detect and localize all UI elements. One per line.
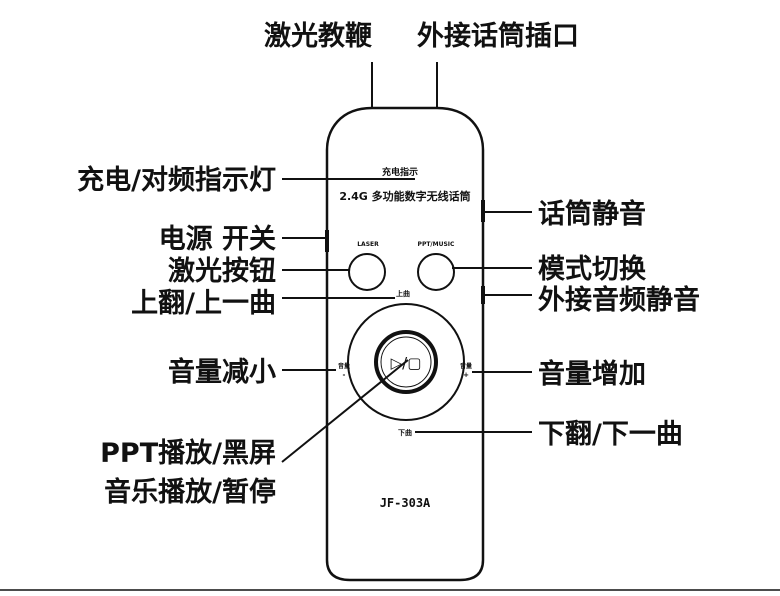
callout-volume-up: 音量增加 (538, 358, 646, 390)
callout-music-play: 音乐播放/暂停 (104, 476, 276, 508)
product-name: 2.4G 多功能数字无线话筒 (339, 189, 470, 203)
callout-power: 电源 开关 (159, 224, 276, 255)
vol-minus-sign: - (343, 371, 346, 379)
callout-mic-jack: 外接话筒插口 (417, 20, 579, 52)
up-label: 上曲 (396, 289, 410, 298)
callout-page-up: 上翻/上一曲 (131, 288, 276, 319)
callout-laser-button: 激光按钮 (168, 255, 276, 287)
callout-ext-mute: 外接音频静音 (538, 284, 700, 316)
callout-ppt-play: PPT播放/黑屏 (100, 437, 276, 469)
callout-volume-down: 音量减小 (168, 356, 276, 388)
callout-laser-pointer: 激光教鞭 (264, 20, 372, 52)
laser-button-label: LASER (357, 241, 379, 248)
vol-plus-sign: + (463, 371, 469, 379)
leader-play (281, 359, 409, 463)
mode-button[interactable] (417, 253, 455, 291)
indicator-label: 充电指示 (382, 166, 418, 178)
mode-button-label: PPT/MUSIC (418, 241, 455, 248)
down-label: 下曲 (398, 428, 412, 437)
vol-minus-label: 音量 (338, 362, 350, 370)
callout-indicator: 充电/对频指示灯 (77, 164, 276, 196)
callout-mic-mute: 话筒静音 (538, 198, 646, 230)
play-button-inner (380, 336, 432, 388)
callout-page-down: 下翻/下一曲 (538, 419, 683, 450)
model-label: JF-303A (380, 496, 431, 510)
callout-mode: 模式切换 (538, 254, 647, 285)
laser-button[interactable] (348, 253, 386, 291)
vol-plus-label: 音量 (460, 362, 472, 370)
